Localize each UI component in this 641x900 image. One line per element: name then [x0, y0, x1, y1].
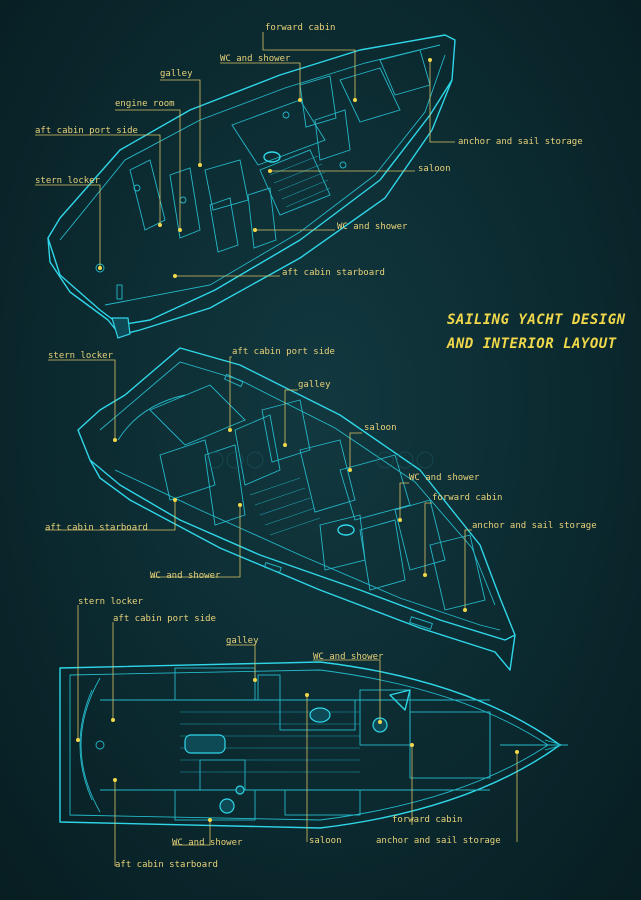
top-label-galley: galley [160, 69, 193, 79]
top-label-stern-locker: stern locker [35, 176, 101, 186]
title-line-2: AND INTERIOR LAYOUT [447, 336, 617, 352]
top-label-engine-room: engine room [115, 99, 175, 109]
top-label-forward-cabin: forward cabin [265, 23, 336, 33]
mid-label-stern-locker: stern locker [48, 351, 114, 361]
plan-label-stern-locker: stern locker [78, 597, 144, 607]
leader-lines [35, 32, 518, 866]
mid-label-saloon: saloon [364, 423, 397, 433]
top-label-wc-shower-2: WC and shower [337, 222, 408, 232]
plan-label-forward-cabin: forward cabin [392, 815, 463, 825]
mid-label-aft-cabin-stbd: aft cabin starboard [45, 523, 148, 533]
plan-view-hull [59, 661, 568, 829]
plan-label-aft-cabin-stbd: aft cabin starboard [115, 860, 218, 870]
plan-label-galley: galley [226, 636, 259, 646]
plan-label-anchor-sail: anchor and sail storage [376, 836, 501, 846]
mid-label-forward-cabin: forward cabin [432, 493, 503, 503]
leader-dots [76, 58, 519, 822]
mid-label-wc-shower-2: WC and shower [150, 571, 221, 581]
plan-label-wc-shower: WC and shower [313, 652, 384, 662]
mid-label-galley: galley [298, 380, 331, 390]
mid-label-anchor-sail: anchor and sail storage [472, 521, 597, 531]
mid-label-wc-shower: WC and shower [409, 473, 480, 483]
plan-label-wc-shower-2: WC and shower [172, 838, 243, 848]
mid-label-aft-cabin-port: aft cabin port side [232, 347, 335, 357]
top-label-saloon: saloon [418, 164, 451, 174]
middle-perspective-hull [77, 347, 516, 671]
plan-label-saloon: saloon [309, 836, 342, 846]
top-label-anchor-sail: anchor and sail storage [458, 137, 583, 147]
top-label-aft-cabin-stbd: aft cabin starboard [282, 268, 385, 278]
top-label-aft-cabin-port: aft cabin port side [35, 126, 138, 136]
top-perspective-hull [47, 34, 456, 339]
top-label-wc-shower: WC and shower [220, 54, 291, 64]
plan-label-aft-cabin-port: aft cabin port side [113, 614, 216, 624]
title-line-1: SAILING YACHT DESIGN [447, 312, 626, 328]
watermark-pattern [206, 451, 434, 469]
